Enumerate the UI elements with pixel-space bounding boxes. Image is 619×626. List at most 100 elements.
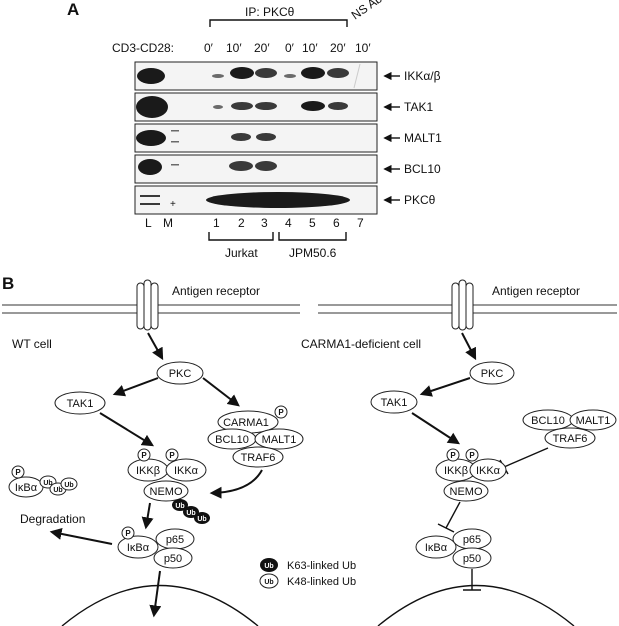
p50-node: p50 xyxy=(164,553,182,565)
blot-ikk xyxy=(134,61,378,91)
panel-b-letter: B xyxy=(2,274,14,293)
ub-label: Ub xyxy=(64,482,73,489)
legend-label: K48-linked Ub xyxy=(287,576,356,588)
cell-type-label: WT cell xyxy=(12,337,52,351)
blot-pkc-theta: + xyxy=(134,185,378,215)
svg-text:+: + xyxy=(170,199,176,210)
time-label: 10′ xyxy=(355,41,371,55)
bcl10-node: BCL10 xyxy=(531,415,565,427)
lane-number: 5 xyxy=(309,216,316,230)
time-label: 0′ xyxy=(285,41,295,55)
time-label: 20′ xyxy=(330,41,346,55)
ikkb-node: IKKβ xyxy=(136,465,160,477)
inhibition-bar xyxy=(437,523,455,533)
ikkb-node: IKKβ xyxy=(444,465,468,477)
ub-legend: Ub K63-linked Ub Ub K48-linked Ub xyxy=(259,558,356,589)
tak1-node: TAK1 xyxy=(67,398,94,410)
pkc-node: PKC xyxy=(169,368,192,380)
antigen-receptor-icon xyxy=(451,279,474,331)
ub-label: Ub xyxy=(186,510,195,517)
phospho-label: P xyxy=(450,451,456,460)
ikka-node: IKKα xyxy=(476,465,501,477)
ub-label: Ub xyxy=(197,516,206,523)
ikba-node: IκBα xyxy=(127,542,150,554)
lane-number: 6 xyxy=(333,216,340,230)
stimulation-label: CD3-CD28: xyxy=(112,41,174,55)
cell-line-label: Jurkat xyxy=(225,246,258,260)
marker-lane: L xyxy=(145,216,152,230)
malt1-node: MALT1 xyxy=(576,415,611,427)
p65-node: p65 xyxy=(463,534,481,546)
inhibition-line xyxy=(503,447,549,468)
time-label: 10′ xyxy=(302,41,318,55)
lane-numbers: 1 2 3 4 5 6 7 xyxy=(213,216,364,230)
phospho-label: P xyxy=(169,451,175,460)
degradation-label: Degradation xyxy=(20,512,85,526)
blot-label: BCL10 xyxy=(404,162,441,176)
panel-b: B Antigen receptor WT cell PKC TAK1 xyxy=(2,274,617,626)
lane-number: 4 xyxy=(285,216,292,230)
ub-label: Ub xyxy=(175,503,184,510)
jpm-bracket xyxy=(278,232,347,241)
p50-node: p50 xyxy=(463,553,481,565)
phospho-label: P xyxy=(469,451,475,460)
receptor-label: Antigen receptor xyxy=(172,284,260,298)
nemo-node: NEMO xyxy=(150,486,183,498)
ip-bracket xyxy=(209,19,348,27)
tak1-node: TAK1 xyxy=(381,397,408,409)
receptor-label: Antigen receptor xyxy=(492,284,580,298)
traf6-node: TRAF6 xyxy=(553,433,588,445)
k48-ub-chain: Ub Ub Ub xyxy=(39,475,78,496)
nucleus-outline xyxy=(61,584,259,626)
lane-number: 1 xyxy=(213,216,220,230)
legend-label: K63-linked Ub xyxy=(287,560,356,572)
phospho-label: P xyxy=(278,408,284,417)
ub-label: Ub xyxy=(43,480,52,487)
inhibition-line xyxy=(445,501,461,529)
nemo-node: NEMO xyxy=(450,486,483,498)
ikba-degraded-node: IκBα xyxy=(15,482,38,494)
time-label: 10′ xyxy=(226,41,242,55)
nucleus-outline xyxy=(377,584,575,626)
panel-a: A IP: PKCθ NS Ab CD3-CD28: 0′ 10′ 20′ 0′… xyxy=(67,0,442,260)
blot-bcl10 xyxy=(134,154,378,184)
traf6-node: TRAF6 xyxy=(241,452,276,464)
ub-label: Ub xyxy=(264,579,273,586)
lane-number: 7 xyxy=(357,216,364,230)
ip-label: IP: PKCθ xyxy=(245,5,295,19)
marker-lane: M xyxy=(163,216,173,230)
wt-cell-pathway: Antigen receptor WT cell PKC TAK1 CARMA1… xyxy=(8,279,304,626)
ns-ab-label: NS Ab xyxy=(349,0,385,22)
blot-label: MALT1 xyxy=(404,131,442,145)
cell-line-label: JPM50.6 xyxy=(289,246,337,260)
carma1-node: CARMA1 xyxy=(223,417,269,429)
blot-malt1 xyxy=(134,123,378,153)
pkc-node: PKC xyxy=(481,368,504,380)
bcl10-node: BCL10 xyxy=(215,434,249,446)
ub-label: Ub xyxy=(53,487,62,494)
antigen-receptor-icon xyxy=(136,279,159,331)
phospho-label: P xyxy=(141,451,147,460)
ikba-node: IκBα xyxy=(425,542,448,554)
carma1-deficient-pathway: Antigen receptor CARMA1-deficient cell P… xyxy=(301,279,617,626)
lane-number: 3 xyxy=(261,216,268,230)
phospho-label: P xyxy=(15,468,21,477)
time-label: 20′ xyxy=(254,41,270,55)
blot-label: IKKα/β xyxy=(404,69,441,83)
phospho-label: P xyxy=(125,529,131,538)
malt1-node: MALT1 xyxy=(262,434,297,446)
plasma-membrane xyxy=(2,304,617,314)
k63-ub-chain: Ub Ub Ub xyxy=(172,499,210,524)
cell-type-label: CARMA1-deficient cell xyxy=(301,337,421,351)
p65-node: p65 xyxy=(166,534,184,546)
jurkat-bracket xyxy=(208,232,274,241)
ikka-node: IKKα xyxy=(174,465,199,477)
ub-label: Ub xyxy=(264,563,273,570)
time-labels: 0′ 10′ 20′ 0′ 10′ 20′ 10′ xyxy=(204,41,371,55)
blot-tak1 xyxy=(134,92,378,122)
panel-a-letter: A xyxy=(67,0,79,19)
lane-number: 2 xyxy=(238,216,245,230)
blot-label: PKCθ xyxy=(404,193,436,207)
blot-labels: IKKα/β TAK1 MALT1 BCL10 PKCθ xyxy=(383,69,442,207)
